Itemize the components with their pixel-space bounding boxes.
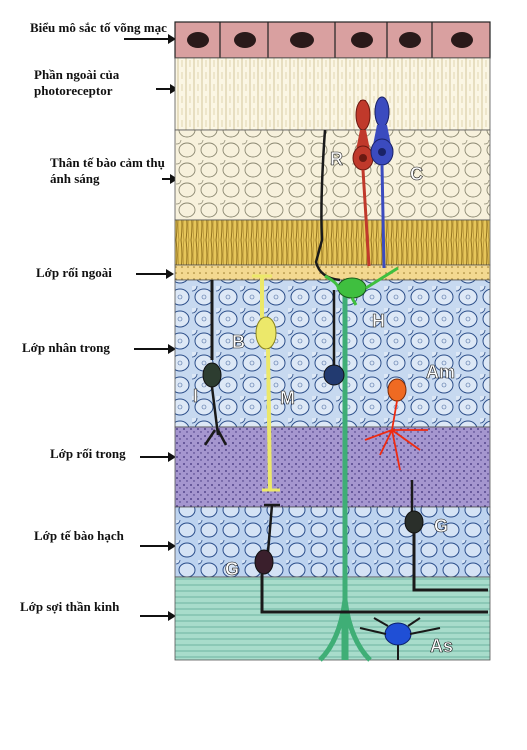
middle-neuron: [323, 290, 345, 386]
arrow-inner-plexiform: [140, 452, 176, 462]
ganglion-cell-right: [404, 480, 488, 592]
label-outer-plexiform: Lớp rối ngoài: [36, 265, 112, 280]
letter-horizontal: H: [372, 311, 385, 331]
label-nerve-fiber: Lớp sợi thần kinh: [20, 599, 120, 614]
arrow-outer-plexiform: [136, 269, 174, 279]
label-pigment-epithelium: Biểu mô sắc tố võng mạc: [30, 20, 167, 35]
letter-astrocyte: As: [430, 636, 453, 656]
pigment-epithelium-layer: [174, 21, 491, 59]
bipolar-cell: [252, 274, 280, 492]
arrow-photoreceptor-bodies: [162, 174, 178, 184]
amacrine-cell: [364, 378, 428, 471]
label-ganglion-layer: Lớp tế bào hạch: [34, 528, 124, 543]
letter-rod: R: [330, 149, 343, 169]
label-photoreceptor-outer: Phần ngoài của photoreceptor: [34, 67, 120, 98]
label-photoreceptor-bodies: Thân tế bào cảm thụ ánh sáng: [50, 155, 165, 186]
photoreceptor-outer-layer: [174, 57, 491, 131]
ganglion-cell-layer: [174, 506, 491, 578]
cone-cell: [370, 96, 394, 269]
letter-ganglion-left: G: [225, 559, 239, 579]
astrocyte-cell: [359, 617, 441, 660]
letter-interplexiform: I: [193, 386, 198, 406]
horizontal-cell: [324, 266, 399, 306]
letter-ganglion-right: G: [434, 516, 448, 536]
muller-cell: [318, 280, 372, 662]
letter-amacrine: Am: [426, 362, 455, 382]
arrow-inner-nuclear: [134, 344, 176, 354]
label-inner-plexiform: Lớp rối trong: [50, 446, 126, 461]
letter-cone: C: [410, 164, 423, 184]
inner-segment-layer: [174, 219, 491, 266]
ganglion-cell-left: [254, 503, 488, 614]
arrow-ganglion-layer: [140, 541, 176, 551]
label-inner-nuclear: Lớp nhân trong: [22, 340, 110, 355]
inner-plexiform-layer: [174, 426, 491, 508]
interplexiform-cell: [202, 280, 228, 446]
photoreceptor-body-layer: [174, 129, 491, 221]
inner-nuclear-layer: [174, 279, 491, 428]
arrow-pigment-epithelium: [124, 34, 176, 44]
arrow-nerve-fiber: [140, 611, 176, 621]
rod-cell: [352, 99, 374, 267]
letter-muller: M: [280, 388, 295, 408]
letter-bipolar: B: [232, 332, 245, 352]
arrow-photoreceptor-outer: [156, 84, 178, 94]
